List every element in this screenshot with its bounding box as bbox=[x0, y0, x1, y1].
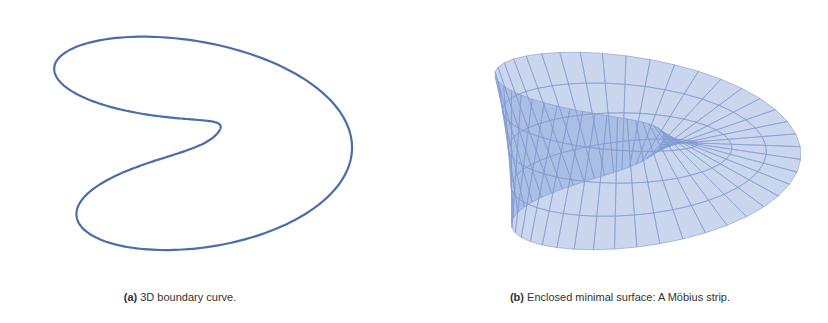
caption-text: 3D boundary curve. bbox=[140, 291, 236, 303]
surface-patch bbox=[597, 183, 616, 217]
mobius-surface bbox=[495, 52, 800, 249]
surface-patch bbox=[617, 117, 630, 151]
caption: (a) 3D boundary curve. bbox=[40, 290, 320, 304]
surface-patch bbox=[590, 114, 607, 150]
caption: (b) Enclosed minimal surface: A Möbius s… bbox=[500, 290, 740, 304]
surface-patch bbox=[574, 215, 597, 249]
surface-patch bbox=[762, 134, 800, 147]
surface-patch bbox=[605, 83, 625, 113]
surface-patch bbox=[615, 183, 634, 216]
caption-text: Enclosed minimal surface: A Möbius strip… bbox=[527, 291, 730, 303]
surface-patch bbox=[506, 119, 511, 157]
surface-patch bbox=[632, 182, 654, 215]
surface-patch bbox=[602, 53, 626, 84]
surface-patch bbox=[504, 86, 512, 124]
surface-patch bbox=[593, 216, 615, 250]
surface-patch bbox=[509, 152, 512, 190]
curve-line bbox=[54, 37, 352, 250]
caption-tag: (a) bbox=[124, 291, 137, 303]
surface-patch bbox=[634, 213, 659, 247]
boundary-curve bbox=[54, 37, 352, 250]
surface-patch bbox=[616, 150, 632, 183]
surface-patch bbox=[615, 215, 637, 249]
caption-tag: (b) bbox=[510, 291, 524, 303]
surface-patch bbox=[630, 151, 648, 183]
surface-patch bbox=[600, 149, 617, 183]
